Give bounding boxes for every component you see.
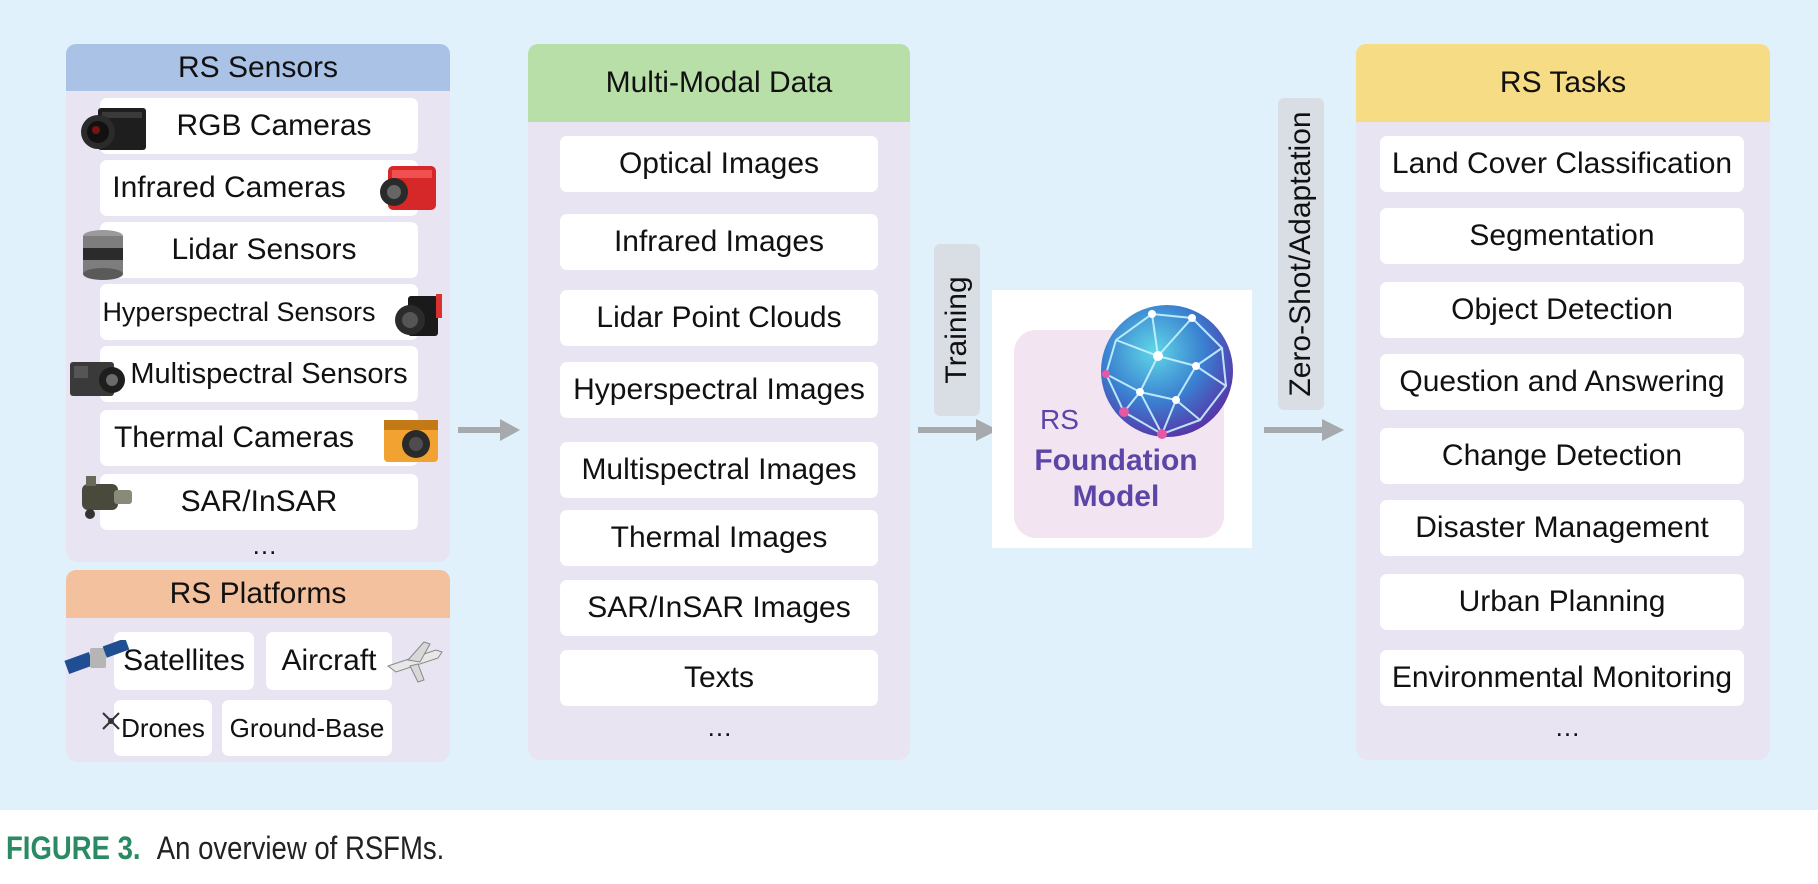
- sensor-item-rgb: RGB Cameras: [100, 98, 418, 154]
- arrow-right-icon: [458, 419, 520, 441]
- data-item-thermal: Thermal Images: [560, 510, 878, 566]
- sensor-item-infrared: Infrared Cameras: [100, 160, 418, 216]
- sensor-item-thermal: Thermal Cameras: [100, 410, 418, 466]
- tasks-header: RS Tasks: [1356, 44, 1770, 122]
- sensor-item-lidar: Lidar Sensors: [100, 222, 418, 278]
- model-label-foundation: Foundation: [1034, 444, 1198, 477]
- figure-caption: FIGURE 3. An overview of RSFMs.: [6, 830, 444, 867]
- task-item-urban: Urban Planning: [1380, 574, 1744, 630]
- data-item-texts: Texts: [560, 650, 878, 706]
- task-item-environmental: Environmental Monitoring: [1380, 650, 1744, 706]
- camera-icon: [81, 108, 146, 150]
- arrow-right-icon: [918, 419, 998, 441]
- model-label-model: Model: [1072, 480, 1160, 513]
- task-item-change-detection: Change Detection: [1380, 428, 1744, 484]
- platform-item-ground-base: Ground-Base: [222, 700, 392, 756]
- figure-area: RS Sensors RGB Cameras Infrared Cameras …: [0, 0, 1818, 810]
- lidar-icon: [83, 230, 123, 280]
- tasks-more: ...: [1555, 712, 1581, 742]
- platform-item-satellites: Satellites: [114, 632, 254, 690]
- infrared-camera-icon: [380, 166, 436, 210]
- task-item-qa: Question and Answering: [1380, 354, 1744, 410]
- arrow-right-icon: [1264, 419, 1344, 441]
- data-item-hyperspectral: Hyperspectral Images: [560, 362, 878, 418]
- task-item-disaster: Disaster Management: [1380, 500, 1744, 556]
- adaptation-label-text: Zero-Shot/Adaptation: [1284, 111, 1317, 397]
- sar-icon: [82, 476, 132, 519]
- task-item-segmentation: Segmentation: [1380, 208, 1744, 264]
- sensor-item-multispectral: Multispectral Sensors: [100, 346, 418, 402]
- hyperspectral-camera-icon: [395, 294, 442, 336]
- globe-network-icon: [1101, 305, 1233, 439]
- sensor-item-hyperspectral: Hyperspectral Sensors: [100, 284, 418, 340]
- data-item-lidar: Lidar Point Clouds: [560, 290, 878, 346]
- training-label-text: Training: [940, 276, 973, 384]
- aircraft-icon: [386, 641, 443, 683]
- adaptation-label: Zero-Shot/Adaptation: [1278, 98, 1324, 410]
- task-item-land-cover: Land Cover Classification: [1380, 136, 1744, 192]
- thermal-camera-icon: [384, 420, 438, 462]
- caption-text: An overview of RSFMs.: [156, 830, 445, 866]
- sensors-more: ...: [252, 530, 278, 560]
- data-item-infrared: Infrared Images: [560, 214, 878, 270]
- data-more: ...: [707, 712, 733, 742]
- platforms-header: RS Platforms: [66, 570, 450, 618]
- training-label: Training: [934, 244, 980, 416]
- data-header: Multi-Modal Data: [528, 44, 910, 122]
- task-item-object-detection: Object Detection: [1380, 282, 1744, 338]
- platform-item-drones: Drones: [114, 700, 212, 756]
- data-item-sar: SAR/InSAR Images: [560, 580, 878, 636]
- sensor-item-sar: SAR/InSAR: [100, 474, 418, 530]
- multispectral-camera-icon: [70, 362, 125, 396]
- data-item-multispectral: Multispectral Images: [560, 442, 878, 498]
- data-item-optical: Optical Images: [560, 136, 878, 192]
- satellite-icon: [64, 640, 130, 675]
- drone-icon: [102, 712, 120, 730]
- model-label-rs: RS: [1040, 404, 1079, 435]
- sensors-header: RS Sensors: [66, 44, 450, 91]
- caption-label: FIGURE 3.: [6, 830, 141, 866]
- platform-item-aircraft: Aircraft: [266, 632, 392, 690]
